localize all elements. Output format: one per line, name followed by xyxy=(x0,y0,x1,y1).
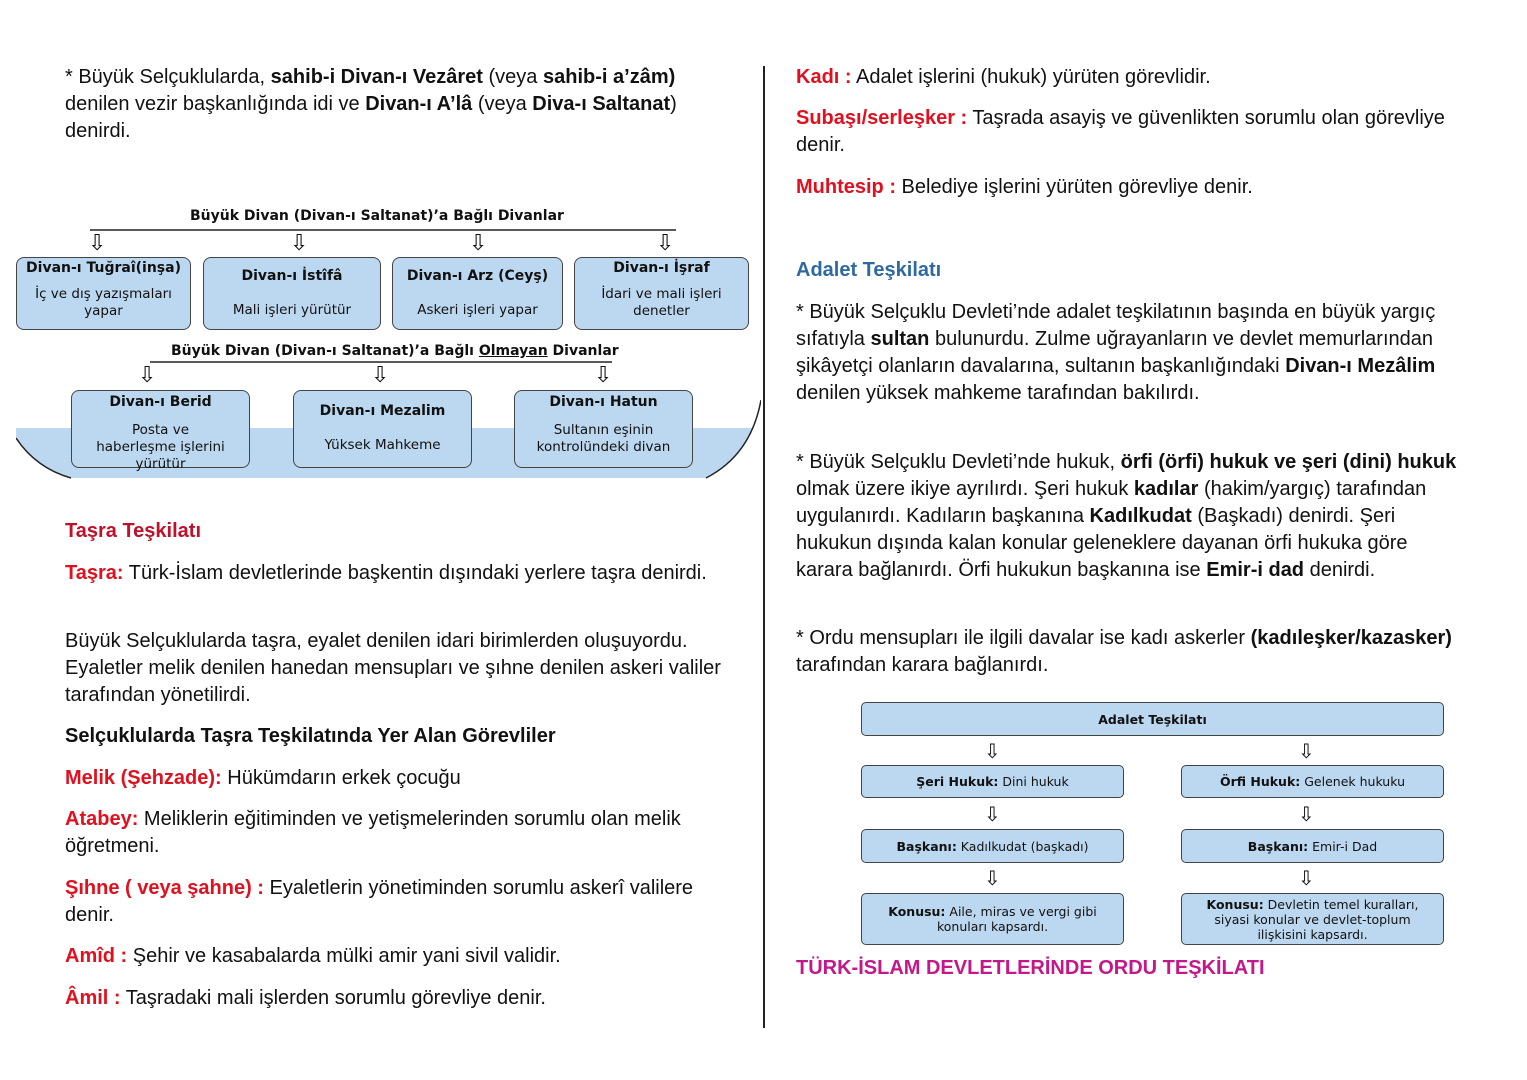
tasra-definition: Taşra: Türk-İslam devletlerinde başkenti… xyxy=(65,562,707,584)
item-muhtesip: Muhtesip : Belediye işlerini yürüten gör… xyxy=(796,176,1253,198)
arrow-down-icon: ⇩ xyxy=(371,363,390,388)
arrow-down-icon: ⇩ xyxy=(984,739,1001,763)
diagram-right-arc xyxy=(706,400,761,478)
item-subasi: Subaşı/serleşker : Taşrada asayiş ve güv… xyxy=(796,107,1445,156)
arrow-down-icon: ⇩ xyxy=(1298,866,1315,890)
adalet-paragraph-2: * Büyük Selçuklu Devleti’nde hukuk, örfi… xyxy=(796,451,1457,581)
divan-box-berid: Divan-ı Berid Posta ve haberleşme işleri… xyxy=(71,390,250,472)
diagram-left-arc-stroke xyxy=(16,437,72,479)
orfi-konusu-box: Konusu: Devletin temel kuralları, siyasi… xyxy=(1181,893,1444,945)
orfi-baskani-box: Başkanı: Emir-i Dad xyxy=(1181,829,1444,863)
intro-paragraph: * Büyük Selçuklularda, sahib-i Divan-ı V… xyxy=(65,66,677,142)
arrow-down-icon: ⇩ xyxy=(1298,802,1315,826)
adalet-top-box: Adalet Teşkilatı xyxy=(861,702,1444,736)
divan-box-tugrai: Divan-ı Tuğraî(inşa) İç ve dış yazışmala… xyxy=(16,257,191,330)
divan-diagram: Büyük Divan (Divan-ı Saltanat)’a Bağlı D… xyxy=(16,200,761,480)
tasra-heading: Taşra Teşkilatı xyxy=(65,520,201,542)
arrow-down-icon: ⇩ xyxy=(984,866,1001,890)
item-atabey: Atabey: Meliklerin eğitiminden ve yetişm… xyxy=(65,808,681,857)
arrow-down-icon: ⇩ xyxy=(594,363,613,388)
item-amil: Âmil : Taşradaki mali işlerden sorumlu g… xyxy=(65,987,546,1009)
item-kadi: Kadı : Adalet işlerini (hukuk) yürüten g… xyxy=(796,66,1211,88)
divan-box-hatun: Divan-ı Hatun Sultanın eşinin kontrolünd… xyxy=(514,390,693,468)
orfi-hukuk-box: Örfi Hukuk: Gelenek hukuku xyxy=(1181,765,1444,798)
seri-hukuk-box: Şeri Hukuk: Dini hukuk xyxy=(861,765,1124,798)
seri-baskani-box: Başkanı: Kadılkudat (başkadı) xyxy=(861,829,1124,863)
arrow-down-icon: ⇩ xyxy=(656,231,675,256)
column-divider xyxy=(763,66,765,1028)
diagram-left-arc xyxy=(16,438,71,478)
gorevliler-heading: Selçuklularda Taşra Teşkilatında Yer Ala… xyxy=(65,725,556,747)
item-sihne: Şıhne ( veya şahne) : Eyaletlerin yöneti… xyxy=(65,877,694,926)
adalet-paragraph-1: * Büyük Selçuklu Devleti’nde adalet teşk… xyxy=(796,301,1436,404)
item-melik: Melik (Şehzade): Hükümdarın erkek çocuğu xyxy=(65,767,461,789)
adalet-heading: Adalet Teşkilatı xyxy=(796,259,942,281)
bagli-divanlar-title: Büyük Divan (Divan-ı Saltanat)’a Bağlı D… xyxy=(190,208,564,224)
seri-konusu-box: Konusu: Aile, miras ve vergi gibi konula… xyxy=(861,893,1124,945)
item-amid: Amîd : Şehir ve kasabalarda mülki amir y… xyxy=(65,945,561,967)
arrow-down-icon: ⇩ xyxy=(1298,739,1315,763)
adalet-diagram: Adalet Teşkilatı ⇩ ⇩ Şeri Hukuk: Dini hu… xyxy=(860,700,1460,960)
arrow-down-icon: ⇩ xyxy=(290,231,309,256)
divan-box-istifa: Divan-ı İstîfâ Mali işleri yürütür xyxy=(203,257,381,330)
adalet-paragraph-3: * Ordu mensupları ile ilgili davalar ise… xyxy=(796,627,1452,676)
divan-box-arz: Divan-ı Arz (Ceyş) Askeri işleri yapar xyxy=(392,257,563,330)
tasra-paragraph: Büyük Selçuklularda taşra, eyalet denile… xyxy=(65,630,721,706)
olmayan-divanlar-title: Büyük Divan (Divan-ı Saltanat)’a Bağlı O… xyxy=(171,343,619,359)
divan-box-israf: Divan-ı İşraf İdari ve mali işleri denet… xyxy=(574,257,749,330)
arrow-down-icon: ⇩ xyxy=(469,231,488,256)
arrow-down-icon: ⇩ xyxy=(88,231,107,256)
divan-box-mezalim: Divan-ı Mezalim Yüksek Mahkeme xyxy=(293,390,472,468)
arrow-down-icon: ⇩ xyxy=(138,363,157,388)
arrow-down-icon: ⇩ xyxy=(984,802,1001,826)
diagram-right-arc-stroke xyxy=(705,399,761,479)
ordu-heading: TÜRK-İSLAM DEVLETLERİNDE ORDU TEŞKİLATI xyxy=(796,957,1265,979)
